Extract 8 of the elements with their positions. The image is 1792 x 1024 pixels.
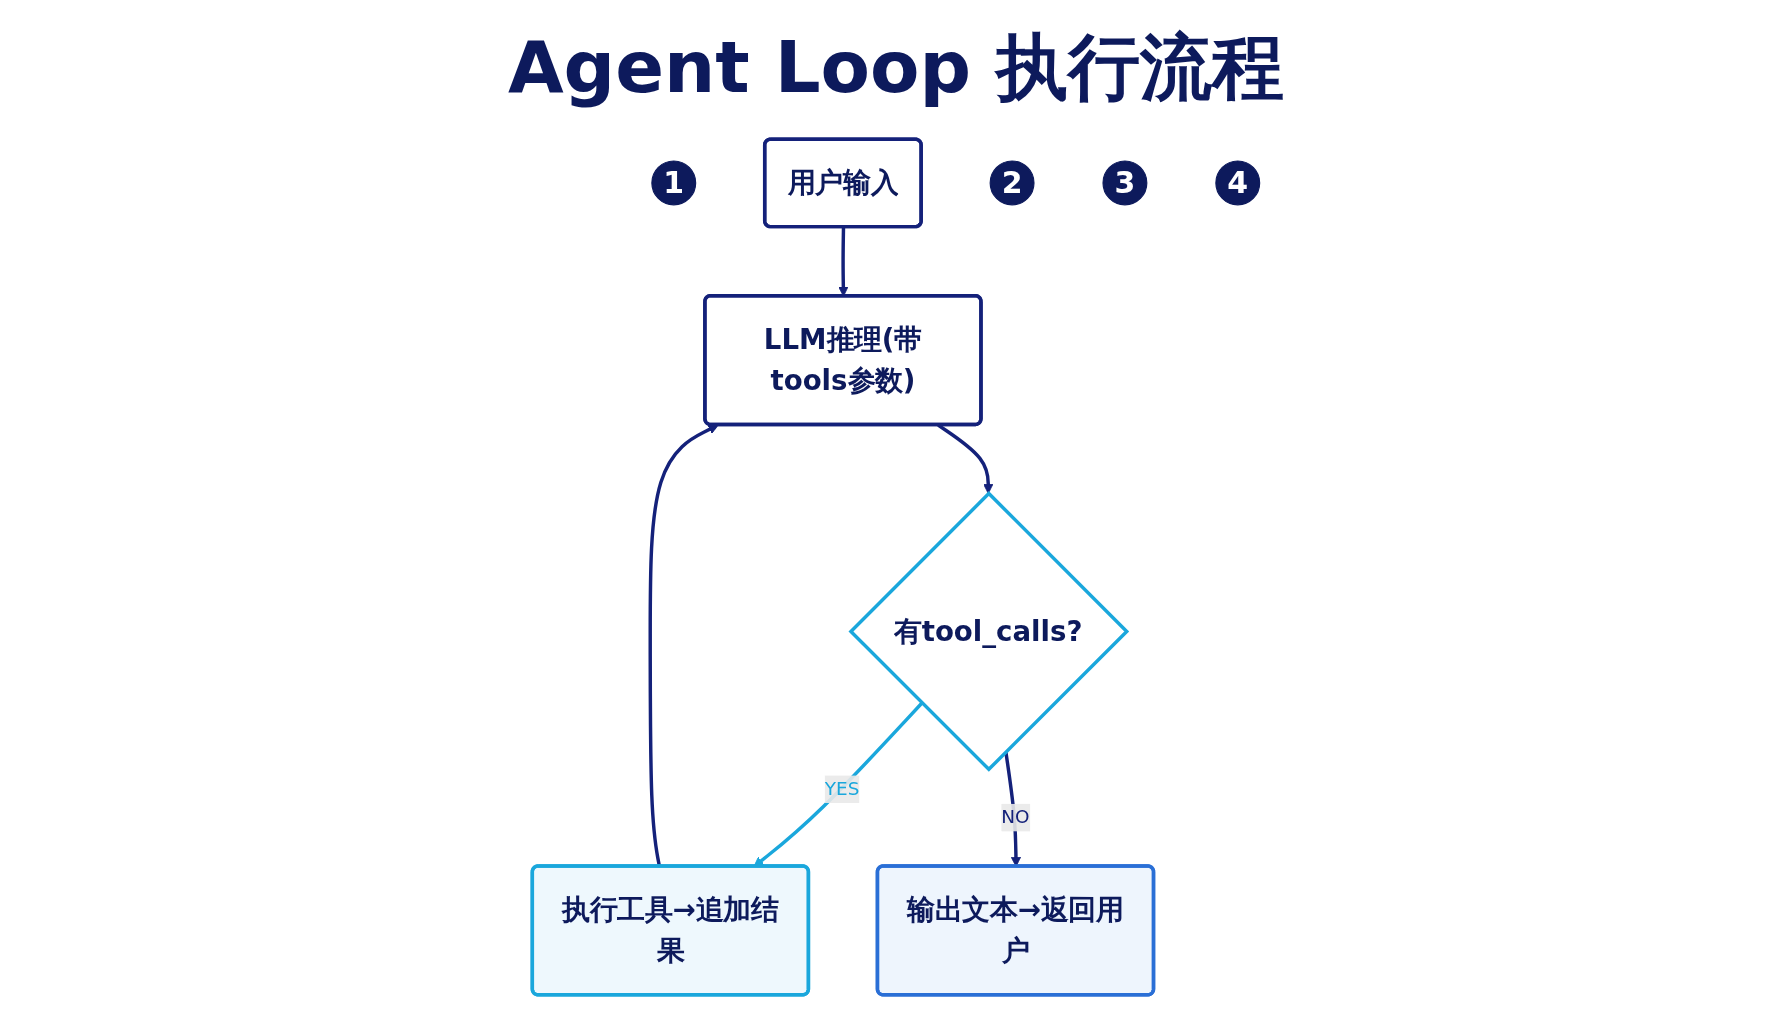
node-circle: 1	[651, 160, 697, 206]
title: Agent Loop 执行流程	[507, 24, 1285, 111]
edge-label: YES	[824, 777, 860, 800]
node-circle: 2	[989, 160, 1035, 206]
edge-label: NO	[1001, 806, 1030, 828]
node-circle: 3	[1102, 160, 1148, 206]
node-circle: 4	[1215, 160, 1261, 206]
node-diamond: 有tool_calls?	[848, 491, 1130, 772]
